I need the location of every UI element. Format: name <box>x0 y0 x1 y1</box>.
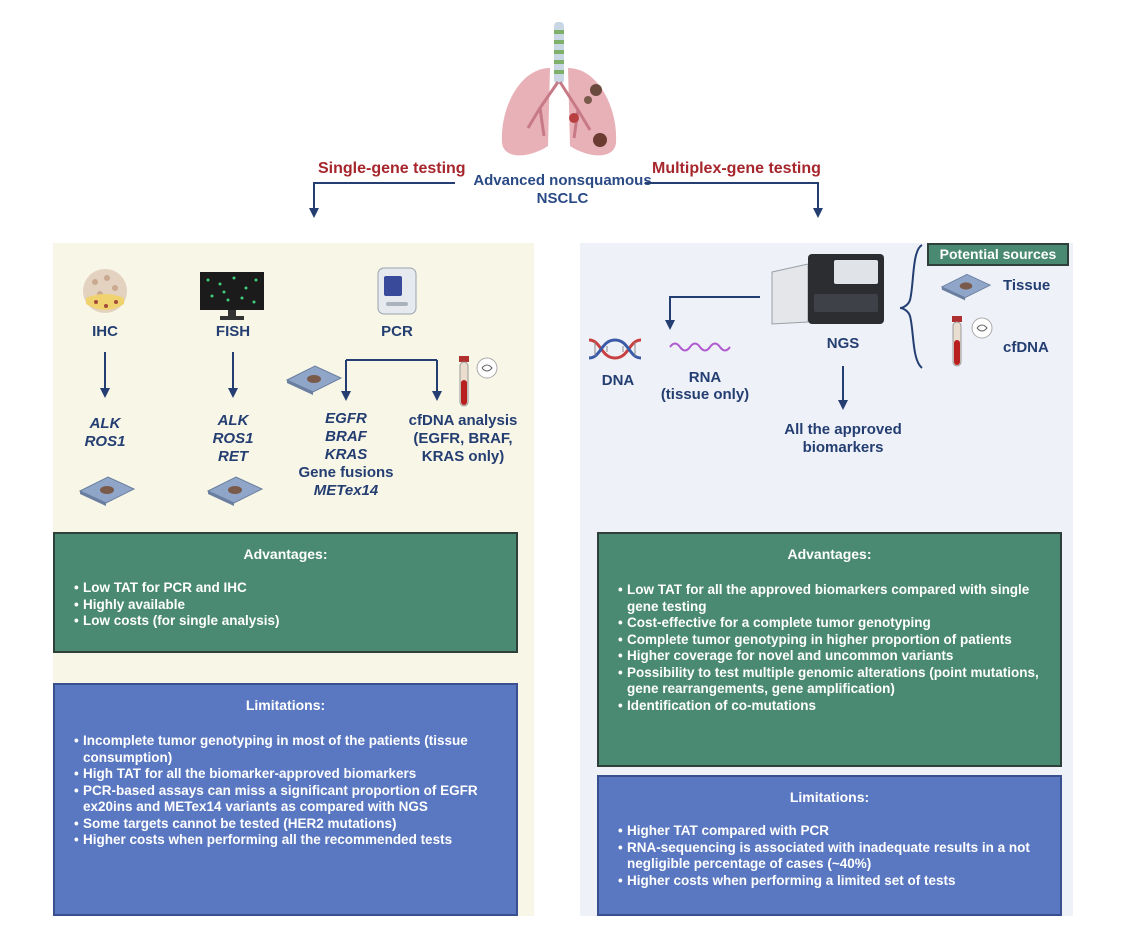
fish-gene-ros1: ROS1 <box>212 430 254 447</box>
rna-tissue-only-note: (tissue only) <box>660 386 750 403</box>
advantages-title: Advantages: <box>787 546 872 562</box>
ihc-gene-alk: ALK <box>89 415 121 432</box>
single-gene-advantages-box: Advantages: Low TAT for PCR and IHC High… <box>53 532 518 653</box>
source-tissue-label: Tissue <box>1003 277 1051 294</box>
source-cfdna-label: cfDNA <box>1003 339 1049 356</box>
source-tissue-slide-icon <box>940 273 992 301</box>
pcr-gene-metex14: METex14 <box>313 482 379 499</box>
limitation-item: Incomplete tumor genotyping in most of t… <box>74 733 498 766</box>
multiplex-limitations-box: Limitations: Higher TAT compared with PC… <box>597 775 1062 916</box>
ihc-gene-ros1: ROS1 <box>84 433 126 450</box>
limitation-item: Higher costs when performing all the rec… <box>74 832 498 849</box>
advantages-list: Low TAT for PCR and IHC Highly available… <box>55 580 516 630</box>
lungs-icon <box>501 22 617 156</box>
pcr-machine-icon <box>377 267 417 315</box>
all-approved-biomarkers-line2: biomarkers <box>802 439 884 456</box>
advantage-item: Low TAT for PCR and IHC <box>74 580 498 597</box>
source-cfdna-tube-icon <box>952 316 993 367</box>
pcr-label: PCR <box>381 323 413 340</box>
multiplex-advantages-box: Advantages: Low TAT for all the approved… <box>597 532 1062 767</box>
ngs-label: NGS <box>826 335 860 352</box>
ihc-tissue-icon <box>83 269 127 313</box>
ngs-sequencer-icon <box>771 254 884 325</box>
advantage-item: Cost-effective for a complete tumor geno… <box>618 615 1042 632</box>
pcr-gene-kras: KRAS <box>324 446 368 463</box>
advantage-item: Possibility to test multiple genomic alt… <box>618 665 1042 698</box>
fish-gene-ret: RET <box>218 448 248 465</box>
limitation-item: High TAT for all the biomarker-approved … <box>74 766 498 783</box>
limitations-title: Limitations: <box>245 697 326 713</box>
advantage-item: Low costs (for single analysis) <box>74 613 498 630</box>
ihc-label: IHC <box>92 323 118 340</box>
tissue-slide-icon <box>285 365 343 395</box>
limitation-item: RNA-sequencing is associated with inadeq… <box>618 840 1042 873</box>
limitations-title: Limitations: <box>789 789 870 805</box>
advantages-list: Low TAT for all the approved biomarkers … <box>599 582 1060 714</box>
ihc-slide-icon <box>78 476 136 506</box>
cfdna-analysis-line3: KRAS only) <box>421 448 505 465</box>
rna-label: RNA <box>688 369 722 386</box>
fish-label: FISH <box>215 323 251 340</box>
advantage-item: Higher coverage for novel and uncommon v… <box>618 648 1042 665</box>
cfdna-analysis-line1: cfDNA analysis <box>408 412 518 429</box>
dna-label: DNA <box>601 372 635 389</box>
dna-helix-icon <box>588 338 642 360</box>
diagnosis-title: Advanced nonsquamous NSCLC <box>473 172 652 207</box>
single-gene-limitations-box: Limitations: Incomplete tumor genotyping… <box>53 683 518 916</box>
limitation-item: Some targets cannot be tested (HER2 muta… <box>74 816 498 833</box>
multiplex-gene-testing-label: Multiplex-gene testing <box>652 160 821 177</box>
all-approved-biomarkers-line1: All the approved <box>784 421 902 438</box>
blood-tube-icon <box>459 356 498 407</box>
fish-gene-alk: ALK <box>217 412 249 429</box>
limitation-item: PCR-based assays can miss a significant … <box>74 783 498 816</box>
advantage-item: Identification of co-mutations <box>618 698 1042 715</box>
advantage-item: Complete tumor genotyping in higher prop… <box>618 632 1042 649</box>
limitation-item: Higher TAT compared with PCR <box>618 823 1042 840</box>
cfdna-analysis-line2: (EGFR, BRAF, <box>413 430 513 447</box>
advantages-title: Advantages: <box>243 546 328 562</box>
pcr-gene-fusions: Gene fusions <box>298 464 394 481</box>
limitation-item: Higher costs when performing a limited s… <box>618 873 1042 890</box>
rna-strand-icon <box>669 342 731 352</box>
fish-monitor-icon <box>200 272 264 320</box>
pcr-gene-egfr: EGFR <box>325 410 367 427</box>
limitations-list: Incomplete tumor genotyping in most of t… <box>55 733 516 849</box>
single-gene-testing-label: Single-gene testing <box>318 160 466 177</box>
advantage-item: Low TAT for all the approved biomarkers … <box>618 582 1042 615</box>
pcr-gene-braf: BRAF <box>325 428 367 445</box>
potential-sources-header: Potential sources <box>927 243 1069 266</box>
advantage-item: Highly available <box>74 597 498 614</box>
limitations-list: Higher TAT compared with PCR RNA-sequenc… <box>599 823 1060 889</box>
fish-slide-icon <box>206 476 264 506</box>
